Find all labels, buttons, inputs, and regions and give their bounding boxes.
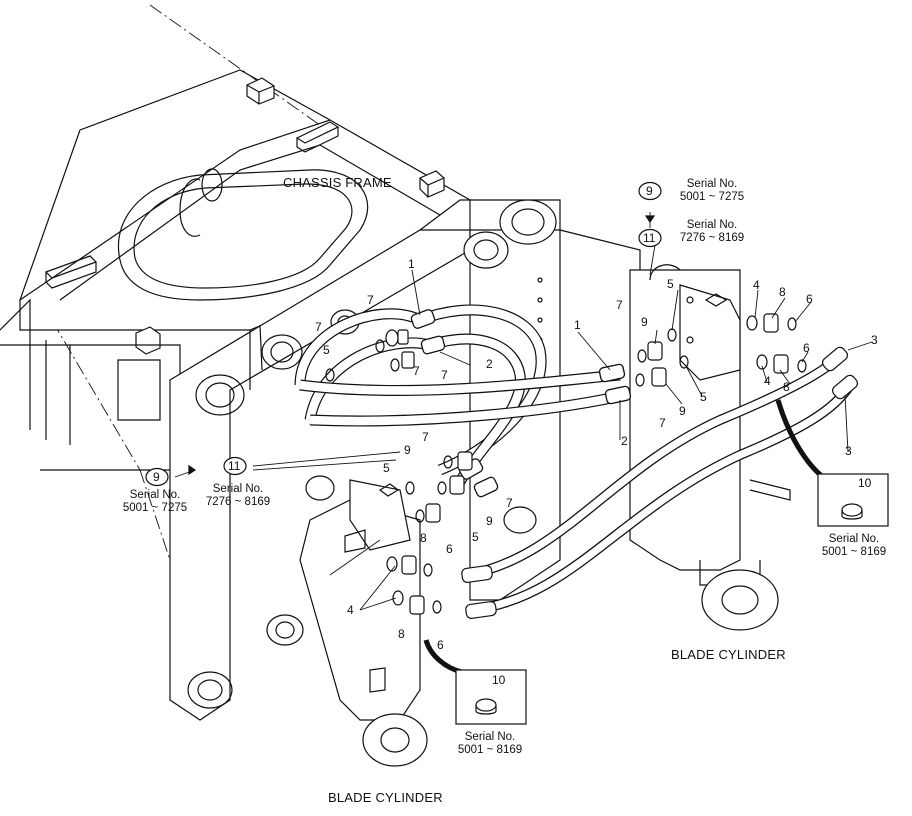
serial-label: Serial No. bbox=[686, 178, 738, 190]
callout-9: 9 bbox=[486, 514, 493, 528]
ref-10-right: 10 bbox=[858, 476, 872, 490]
callout-7: 7 bbox=[315, 320, 322, 334]
callout-5: 5 bbox=[472, 530, 479, 544]
callout-9: 9 bbox=[404, 443, 411, 457]
blade-cylinder-right-label: BLADE CYLINDER bbox=[671, 647, 786, 662]
callout-1: 1 bbox=[408, 257, 415, 271]
serial-note-top-b: Serial No. 7276 ~ 8169 bbox=[670, 219, 754, 245]
chassis-frame-label: CHASSIS FRAME bbox=[283, 175, 392, 190]
cap-plug-icon bbox=[817, 473, 889, 527]
callout-8: 8 bbox=[420, 531, 427, 545]
callout-8: 8 bbox=[779, 285, 786, 299]
callout-7: 7 bbox=[422, 430, 429, 444]
callout-9: 9 bbox=[679, 404, 686, 418]
callout-8: 8 bbox=[398, 627, 405, 641]
serial-note-left-b: Serial No. 7276 ~ 8169 bbox=[196, 483, 280, 509]
serial-label: Serial No. bbox=[129, 489, 181, 501]
serial-label: Serial No. bbox=[464, 731, 516, 743]
fittings bbox=[325, 313, 807, 615]
steel-tube-3 bbox=[461, 346, 859, 619]
callout-4: 4 bbox=[347, 603, 354, 617]
serial-note-top-a: Serial No. 5001 ~ 7275 bbox=[670, 178, 754, 204]
callout-3: 3 bbox=[845, 444, 852, 458]
callout-7: 7 bbox=[616, 298, 623, 312]
callout-5: 5 bbox=[323, 343, 330, 357]
ref-11-top: 11 bbox=[643, 231, 656, 245]
ref-11-left: 11 bbox=[228, 459, 241, 473]
callout-2: 2 bbox=[486, 357, 493, 371]
callout-4: 4 bbox=[753, 278, 760, 292]
serial-note-right-box: Serial No. 5001 ~ 8169 bbox=[812, 533, 896, 559]
callout-6: 6 bbox=[446, 542, 453, 556]
callout-7: 7 bbox=[659, 416, 666, 430]
serial-note-bottom-box: Serial No. 5001 ~ 8169 bbox=[448, 731, 532, 757]
serial-label: Serial No. bbox=[828, 533, 880, 545]
callout-3: 3 bbox=[871, 333, 878, 347]
blade-cylinder-icon bbox=[299, 479, 428, 767]
callout-2: 2 bbox=[621, 434, 628, 448]
serial-range: 7276 ~ 8169 bbox=[205, 496, 271, 508]
hose-assembly-icon bbox=[294, 304, 632, 498]
cap-plug-icon bbox=[455, 669, 527, 725]
ref-9-left: 9 bbox=[153, 470, 160, 484]
callout-5: 5 bbox=[667, 277, 674, 291]
callout-5: 5 bbox=[383, 461, 390, 475]
leader-lines bbox=[252, 212, 873, 611]
callout-8: 8 bbox=[783, 380, 790, 394]
callout-7: 7 bbox=[413, 364, 420, 378]
serial-range: 5001 ~ 7275 bbox=[679, 191, 745, 203]
callout-6: 6 bbox=[803, 341, 810, 355]
serial-label: Serial No. bbox=[212, 483, 264, 495]
callout-7: 7 bbox=[367, 293, 374, 307]
serial-range: 7276 ~ 8169 bbox=[679, 232, 745, 244]
callout-7: 7 bbox=[441, 368, 448, 382]
serial-range: 5001 ~ 7275 bbox=[122, 502, 188, 514]
callout-6: 6 bbox=[806, 292, 813, 306]
ref-10-bottom: 10 bbox=[492, 673, 506, 687]
ref-9-top: 9 bbox=[646, 184, 653, 198]
callout-7: 7 bbox=[506, 496, 513, 510]
ref-ovals bbox=[145, 181, 662, 487]
callout-4: 4 bbox=[764, 374, 771, 388]
serial-range: 5001 ~ 8169 bbox=[457, 744, 523, 756]
callout-9: 9 bbox=[641, 315, 648, 329]
callout-1: 1 bbox=[574, 318, 581, 332]
callout-6: 6 bbox=[437, 638, 444, 652]
callout-5: 5 bbox=[700, 390, 707, 404]
serial-range: 5001 ~ 8169 bbox=[821, 546, 887, 558]
blade-cylinder-left-label: BLADE CYLINDER bbox=[328, 790, 443, 805]
serial-label: Serial No. bbox=[686, 219, 738, 231]
serial-note-left-a: Serial No. 5001 ~ 7275 bbox=[113, 489, 197, 515]
